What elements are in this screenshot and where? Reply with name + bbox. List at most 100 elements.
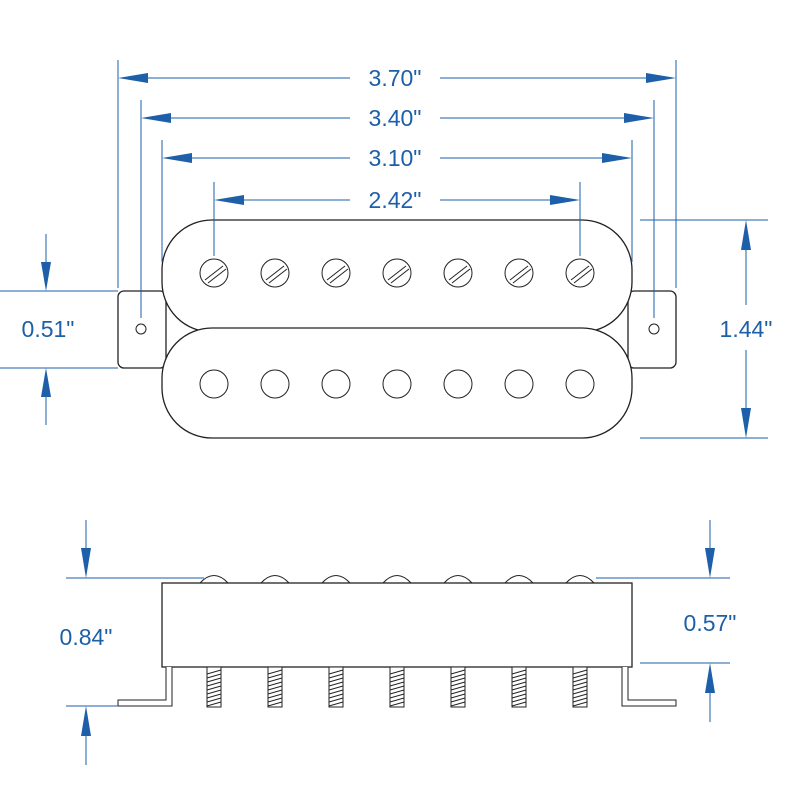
screw-thread xyxy=(450,689,466,695)
arrow-mount-height-top xyxy=(41,262,51,291)
left-mounting-hole xyxy=(135,323,147,335)
pole-dome xyxy=(565,575,595,584)
screw-slot-a xyxy=(570,265,590,281)
screw-thread xyxy=(511,689,527,695)
dim-label-mount-height: 0.51" xyxy=(22,316,75,342)
threaded-screw xyxy=(328,666,344,708)
screw-thread xyxy=(206,669,222,675)
dim-label-body-length: 3.10" xyxy=(369,145,422,171)
threaded-screw xyxy=(389,666,405,708)
screw-pole xyxy=(382,258,412,288)
threaded-screw xyxy=(450,666,466,708)
screw-thread xyxy=(450,673,466,679)
screw-thread xyxy=(450,685,466,691)
screw-thread xyxy=(328,693,344,699)
screw-thread xyxy=(389,681,405,687)
screw-pole xyxy=(504,258,534,288)
arrow-mount-height-bottom xyxy=(41,368,51,397)
screw-thread xyxy=(572,685,588,691)
arrow-body-right xyxy=(602,153,632,163)
screw-thread xyxy=(450,669,466,675)
threaded-screw xyxy=(206,666,222,708)
screw-thread xyxy=(389,697,405,703)
screw-thread xyxy=(389,669,405,675)
threaded-screw xyxy=(511,666,527,708)
screw-thread xyxy=(572,673,588,679)
screw-thread xyxy=(450,681,466,687)
screw-slot-a xyxy=(448,265,468,281)
screw-thread xyxy=(206,689,222,695)
screw-thread xyxy=(389,701,405,707)
dim-label-total-depth: 0.84" xyxy=(60,624,113,650)
threaded-screw-row xyxy=(206,666,588,708)
screw-thread xyxy=(511,669,527,675)
slug-pole xyxy=(565,369,595,399)
dim-label-overall-length: 3.70" xyxy=(369,65,422,91)
screw-thread xyxy=(267,681,283,687)
arrow-mount-right xyxy=(624,113,654,123)
screw-thread xyxy=(267,693,283,699)
dim-label-cover-height: 0.57" xyxy=(684,610,737,636)
screw-thread xyxy=(389,673,405,679)
screw-thread xyxy=(511,673,527,679)
screw-thread xyxy=(328,689,344,695)
screw-thread xyxy=(450,677,466,683)
screw-thread xyxy=(511,697,527,703)
screw-slot-b xyxy=(390,268,410,284)
right-mounting-hole xyxy=(648,323,660,335)
screw-slot-a xyxy=(265,265,285,281)
screw-slot-b xyxy=(512,268,532,284)
screw-thread xyxy=(328,685,344,691)
screw-slot-b xyxy=(268,268,288,284)
arrow-width-top xyxy=(741,220,751,250)
dim-label-mounting-length: 3.40" xyxy=(369,105,422,131)
screw-thread xyxy=(328,677,344,683)
screw-thread xyxy=(389,689,405,695)
screw-thread xyxy=(206,685,222,691)
screw-thread xyxy=(450,697,466,703)
screw-thread xyxy=(267,677,283,683)
screw-thread xyxy=(267,701,283,707)
pole-dome xyxy=(260,575,290,584)
arrow-pole-right xyxy=(550,195,580,205)
screw-thread xyxy=(572,693,588,699)
screw-thread xyxy=(511,677,527,683)
screw-thread xyxy=(450,701,466,707)
screw-thread xyxy=(328,701,344,707)
screw-thread xyxy=(511,681,527,687)
screw-thread xyxy=(206,673,222,679)
screw-thread xyxy=(572,681,588,687)
arrow-depth-bottom xyxy=(81,706,91,736)
pole-dome xyxy=(443,575,473,584)
slug-pole xyxy=(260,369,290,399)
screw-thread xyxy=(389,677,405,683)
right-baseplate-foot xyxy=(621,667,677,707)
screw-thread xyxy=(511,693,527,699)
arrow-depth-top xyxy=(81,548,91,578)
screw-slot-b xyxy=(451,268,471,284)
slug-pole xyxy=(443,369,473,399)
screw-thread xyxy=(389,693,405,699)
threaded-screw xyxy=(572,666,588,708)
dim-label-pole-spacing: 2.42" xyxy=(369,187,422,213)
screw-slot-a xyxy=(387,265,407,281)
screw-thread xyxy=(450,693,466,699)
arrow-pole-left xyxy=(214,195,244,205)
slug-pole xyxy=(504,369,534,399)
screw-thread xyxy=(572,701,588,707)
screw-thread xyxy=(572,697,588,703)
screw-slot-a xyxy=(509,265,529,281)
screw-pole xyxy=(260,258,290,288)
dim-label-body-width: 1.44" xyxy=(720,316,773,342)
side-view-dimensions: 0.84" 0.57" xyxy=(60,520,737,765)
screw-pole-row xyxy=(199,258,595,288)
top-view-dimensions: 3.70" 3.40" 3.10" 2.42" 0.51" xyxy=(0,60,773,439)
screw-pole xyxy=(565,258,595,288)
screw-pole xyxy=(321,258,351,288)
screw-pole xyxy=(199,258,229,288)
slug-pole xyxy=(382,369,412,399)
screw-slot-a xyxy=(326,265,346,281)
arrow-overall-left xyxy=(118,73,148,83)
screw-slot-b xyxy=(329,268,349,284)
